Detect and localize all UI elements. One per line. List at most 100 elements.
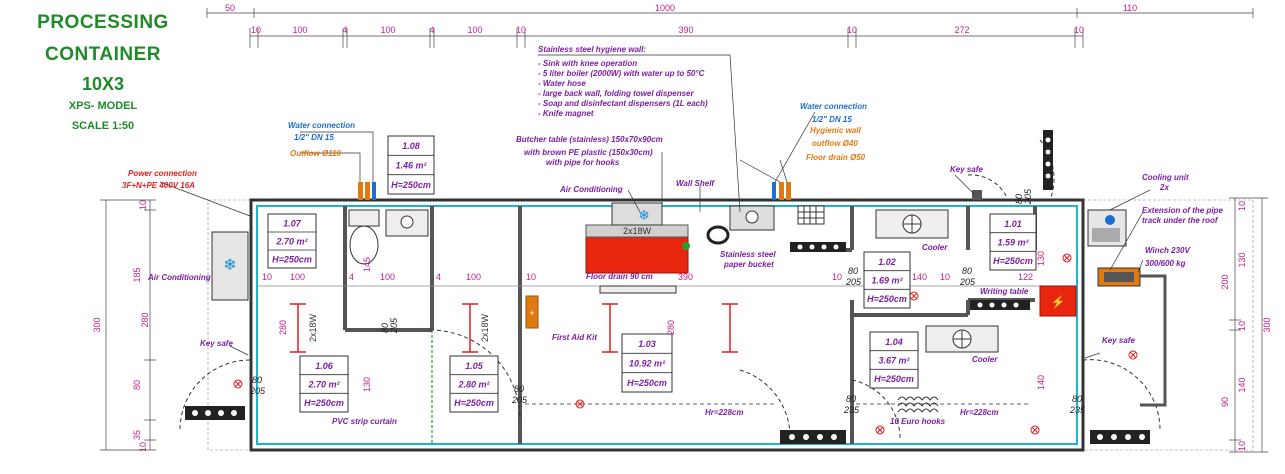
- toilet-icon: [349, 225, 379, 265]
- inner-dim-140v: 140: [1036, 375, 1046, 390]
- room-area-label: 2.80 m²: [457, 380, 490, 390]
- door3-width: 80: [514, 384, 524, 394]
- inner-dim-130b: 130: [1036, 251, 1046, 266]
- room-id-label: 1.02: [878, 257, 896, 267]
- inner-dim-122: 122: [1018, 272, 1033, 282]
- air-conditioner-top: [611, 202, 663, 226]
- room-area-label: 2.70 m²: [307, 380, 340, 390]
- note-hygiene-item-3: - Water hose: [538, 79, 586, 88]
- room-height-label: H=250cm: [867, 294, 907, 304]
- dim-top-110: 110: [1123, 3, 1137, 13]
- dim-left-10a: 10: [138, 200, 148, 210]
- note-hygiene-item-4: - large back wall, folding towel dispens…: [538, 89, 694, 98]
- dim-left-10b: 10: [138, 442, 148, 452]
- room-box-1.04: 1.043.67 m²H=250cm: [869, 331, 919, 389]
- inner-dim-140: 140: [912, 272, 927, 282]
- note-hygiene-item-2: - 5 liter boiler (2000W) with water up t…: [538, 69, 705, 78]
- note-first-aid: First Aid Kit: [552, 333, 597, 342]
- title-size: 10X3: [81, 74, 125, 94]
- note-winch-1: Winch 230V: [1145, 246, 1190, 255]
- note-butcher-1: Butcher table (stainless) 150x70x90cm: [516, 135, 663, 144]
- door5-height: 205: [959, 277, 976, 287]
- writing-table: [1039, 285, 1077, 317]
- door4-width: 80: [848, 266, 858, 276]
- title-model: XPS- MODEL: [68, 100, 138, 112]
- dim-seg-272: 272: [954, 25, 969, 35]
- note-butcher-2: with brown PE plastic (150x30cm): [524, 148, 653, 157]
- note-water-left-2: 1/2" DN 15: [294, 133, 334, 142]
- pipe-track: [1140, 274, 1167, 407]
- room-id-label: 1.07: [283, 219, 302, 229]
- inner-dim-10d: 10: [940, 272, 950, 282]
- toilet-tank: [348, 209, 380, 227]
- door3-height: 205: [511, 395, 528, 405]
- dim-seg-4b: 4: [429, 25, 434, 35]
- room-box-frame: [449, 355, 499, 413]
- note-hygiene-item-5: - Soap and disinfectant dispensers (1L e…: [538, 99, 708, 108]
- room-height-label: H=250cm: [454, 398, 494, 408]
- note-writing-table: Writing table: [980, 287, 1029, 296]
- note-air-cond-top: Air Conditioning: [559, 185, 623, 194]
- note-water-left-1: Water connection: [288, 121, 355, 130]
- door4-height: 205: [845, 277, 862, 287]
- room-id-label: 1.05: [465, 361, 484, 371]
- dim-left-185: 185: [132, 267, 142, 282]
- note-air-cond-left: Air Conditioning: [147, 273, 211, 282]
- inner-dim-390: 390: [678, 272, 693, 282]
- note-butcher-3: with pipe for hooks: [546, 158, 620, 167]
- container-outline: [207, 198, 1254, 452]
- floor-outlets: [233, 253, 1138, 435]
- inner-dim-130a: 130: [362, 377, 372, 392]
- room-area-label: 10.92 m²: [629, 359, 666, 369]
- air-conditioner-left: [211, 231, 249, 301]
- inner-dim-10b: 10: [526, 272, 536, 282]
- room-area-label: 1.69 m²: [871, 276, 903, 286]
- door5-width: 80: [962, 266, 972, 276]
- euro-hooks-rail: [897, 396, 939, 413]
- inner-dim-10c: 10: [832, 272, 842, 282]
- floor-drain-50-grid: [797, 205, 825, 225]
- dim-left-300: 300: [92, 317, 102, 332]
- room-box-1.08: 1.081.46 m²H=250cm: [387, 135, 435, 195]
- room-area-label: 3.67 m²: [878, 356, 910, 366]
- room-box-frame: [621, 333, 673, 393]
- bucket-icon: [682, 242, 690, 250]
- room-id-label: 1.08: [402, 141, 420, 151]
- heater-label-1: 2x18W: [308, 313, 318, 342]
- title-scale: SCALE 1:50: [71, 120, 135, 132]
- inner-dim-100b: 100: [380, 272, 395, 282]
- title-processing: PROCESSING: [37, 12, 169, 33]
- room-box-1.07: 1.072.70 m²H=250cm: [267, 213, 317, 269]
- dim-left-80: 80: [132, 380, 142, 390]
- room-height-label: H=250cm: [874, 374, 914, 384]
- dim-seg-100c: 100: [467, 25, 482, 35]
- note-rail-2: Hr=228cm: [960, 408, 998, 417]
- door7-height: 235: [843, 405, 860, 415]
- dim-top-50: 50: [225, 3, 235, 13]
- note-water-right-2: 1/2" DN 15: [812, 115, 852, 124]
- room-id-label: 1.06: [315, 361, 334, 371]
- dim-right-200: 200: [1220, 274, 1230, 289]
- door7-width: 80: [846, 394, 856, 404]
- note-pipe-2: track under the roof: [1142, 216, 1219, 225]
- dim-right-10c: 10: [1237, 441, 1247, 451]
- note-rail-1: Hr=228cm: [705, 408, 743, 417]
- water-hose-icon: [706, 225, 730, 245]
- note-key-safe-top: Key safe: [950, 165, 983, 174]
- note-wall-shelf: Wall Shelf: [676, 179, 715, 188]
- inner-dim-4a: 4: [349, 272, 354, 282]
- door2-width: 80: [380, 323, 390, 333]
- room-id-label: 1.03: [638, 339, 656, 349]
- room-box-frame: [989, 213, 1037, 271]
- dim-seg-4a: 4: [342, 25, 347, 35]
- heaters: [290, 303, 738, 353]
- note-pvc-curtain: PVC strip curtain: [332, 417, 397, 426]
- inner-dim-100a: 100: [290, 272, 305, 282]
- dim-seg-10d: 10: [1074, 25, 1084, 35]
- inner-dim-100c: 100: [466, 272, 481, 282]
- dim-seg-10c: 10: [847, 25, 857, 35]
- room-height-label: H=250cm: [391, 180, 431, 190]
